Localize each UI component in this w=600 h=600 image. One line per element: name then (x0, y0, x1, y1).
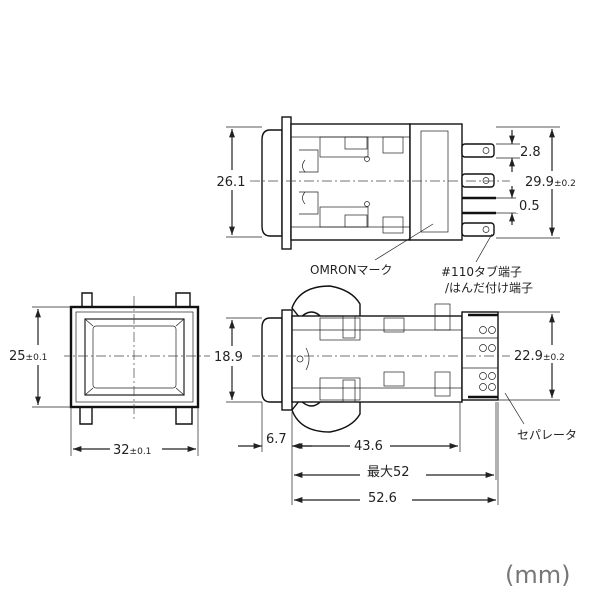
separator-label: セパレータ (517, 428, 577, 442)
side-dim-height: 18.9 (214, 350, 243, 365)
side-view-cap (261, 317, 283, 403)
top-dim-thickness: 0.5 (519, 199, 540, 214)
side-view-terminals (479, 326, 496, 391)
side-view-lower-clip (291, 398, 361, 433)
front-dim-height: 25±0.1 (9, 349, 47, 364)
side-view: 18.9 22.9±0.2 セパレータ 6.7 43.6 最大52 52.6 (212, 285, 578, 506)
unit-label: (mm) (505, 561, 570, 589)
top-view-flange (281, 116, 292, 250)
top-view-housing (290, 123, 411, 241)
omron-mark-label: OMRONマーク (310, 263, 393, 277)
side-dim-flange: 6.7 (266, 432, 287, 447)
terminal-label-line2: /はんだ付け端子 (445, 281, 533, 295)
top-view: 26.1 2.8 29.9±0.2 0.5 OMRONマーク #110タブ端子 … (214, 116, 582, 295)
front-view-frame (69, 305, 200, 409)
side-dim-span: 22.9±0.2 (514, 349, 565, 364)
side-dim-max: 最大52 (367, 465, 410, 480)
top-view-cap (261, 129, 283, 237)
front-dim-width: 32±0.1 (113, 443, 151, 458)
side-view-upper-clip (291, 285, 361, 320)
side-view-housing (291, 315, 463, 403)
side-dim-total: 52.6 (368, 491, 397, 506)
top-dim-pitch: 2.8 (520, 145, 541, 160)
top-dim-span: 29.9±0.2 (525, 175, 576, 190)
top-view-terminals (461, 143, 496, 237)
top-view-rear-block (409, 123, 463, 241)
terminal-label-line1: #110タブ端子 (441, 264, 522, 279)
top-dim-height: 26.1 (217, 175, 246, 190)
side-dim-depth: 43.6 (354, 439, 383, 454)
front-view: 25±0.1 32±0.1 (6, 292, 210, 458)
